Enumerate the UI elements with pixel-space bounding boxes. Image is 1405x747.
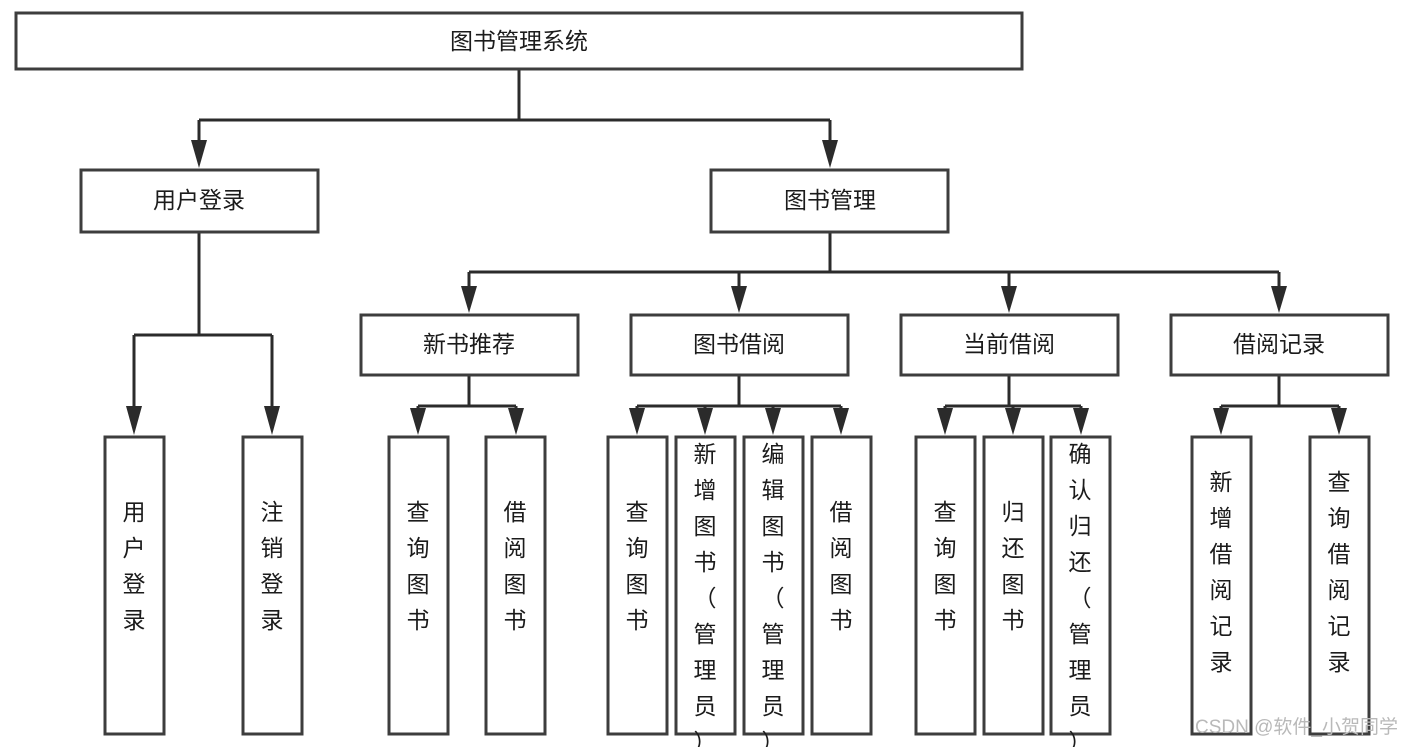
node-leaf-add-book-box[interactable] <box>674 435 737 736</box>
arrow-head-book-borrow <box>731 286 747 313</box>
node-leaf-logout-label: 注销登录 <box>261 499 284 633</box>
arrow-head-leaf-return-book <box>1005 408 1021 435</box>
arrow-head-borrow-record <box>1271 286 1287 313</box>
node-book-borrow-label: 图书借阅 <box>693 331 785 357</box>
node-leaf-borrow-book-borrow[interactable]: 借阅图书 <box>810 435 873 736</box>
connector-layer <box>126 69 1347 435</box>
node-leaf-query-book-borrow-label: 查询图书 <box>626 499 649 633</box>
node-leaf-add-book-label: 新增图书（管理员） <box>694 441 717 747</box>
node-user-login[interactable]: 用户登录 <box>79 168 320 234</box>
node-new-book-recommendation-box[interactable] <box>359 313 580 377</box>
node-book-management[interactable]: 图书管理 <box>709 168 950 234</box>
node-book-borrow-box[interactable] <box>629 313 850 377</box>
node-root-label: 图书管理系统 <box>450 28 588 54</box>
node-leaf-confirm-return-label: 确认归还（管理员） <box>1069 441 1092 747</box>
node-leaf-user-login-box[interactable] <box>103 435 166 736</box>
node-leaf-query-book-current-label: 查询图书 <box>934 499 957 633</box>
node-leaf-add-borrow-record-label: 新增借阅记录 <box>1210 469 1233 675</box>
node-root-box[interactable] <box>14 11 1024 71</box>
arrow-head-leaf-borrow-book-2 <box>833 408 849 435</box>
node-leaf-borrow-book-rec-box[interactable] <box>484 435 547 736</box>
node-leaf-borrow-book-rec-label: 借阅图书 <box>504 499 527 633</box>
node-leaf-return-book-label: 归还图书 <box>1002 499 1025 633</box>
node-current-borrow-label: 当前借阅 <box>963 331 1055 357</box>
node-leaf-query-borrow-record-box[interactable] <box>1308 435 1371 736</box>
node-leaf-add-book[interactable]: 新增图书（管理员） <box>674 435 737 747</box>
node-leaf-edit-book-box[interactable] <box>742 435 805 736</box>
node-leaf-query-book-current-box[interactable] <box>914 435 977 736</box>
node-leaf-return-book[interactable]: 归还图书 <box>982 435 1045 736</box>
node-leaf-edit-book-label: 编辑图书（管理员） <box>762 441 785 747</box>
arrow-head-book-mgmt <box>822 140 838 168</box>
node-leaf-logout[interactable]: 注销登录 <box>241 435 304 736</box>
node-new-book-recommendation-label: 新书推荐 <box>423 331 515 357</box>
node-borrow-record-label: 借阅记录 <box>1233 331 1325 357</box>
node-borrow-record[interactable]: 借阅记录 <box>1169 313 1390 377</box>
arrow-head-new-book-rec <box>461 286 477 313</box>
node-leaf-query-book-borrow-box[interactable] <box>606 435 669 736</box>
node-leaf-confirm-return[interactable]: 确认归还（管理员） <box>1049 435 1112 747</box>
node-leaf-query-book-rec-box[interactable] <box>387 435 450 736</box>
arrow-head-leaf-edit-book <box>765 408 781 435</box>
node-current-borrow[interactable]: 当前借阅 <box>899 313 1120 377</box>
node-book-borrow[interactable]: 图书借阅 <box>629 313 850 377</box>
node-leaf-borrow-book-rec[interactable]: 借阅图书 <box>484 435 547 736</box>
arrow-head-leaf-add-record <box>1213 408 1229 435</box>
arrow-head-leaf-query-record <box>1331 408 1347 435</box>
node-leaf-query-book-rec[interactable]: 查询图书 <box>387 435 450 736</box>
csdn-watermark: CSDN @软件_小贺同学 <box>1195 716 1398 738</box>
arrow-head-leaf-query-book-3 <box>937 408 953 435</box>
node-borrow-record-box[interactable] <box>1169 313 1390 377</box>
arrow-head-leaf-query-book-2 <box>629 408 645 435</box>
node-current-borrow-box[interactable] <box>899 313 1120 377</box>
node-root-book-management-system[interactable]: 图书管理系统 <box>14 11 1024 71</box>
arrow-head-leaf-logout <box>264 406 280 435</box>
node-leaf-borrow-book-borrow-label: 借阅图书 <box>830 499 853 633</box>
node-leaf-add-borrow-record-box[interactable] <box>1190 435 1253 736</box>
node-leaf-add-borrow-record[interactable]: 新增借阅记录 <box>1190 435 1253 736</box>
arrow-head-user-login <box>191 140 207 168</box>
node-leaf-query-borrow-record[interactable]: 查询借阅记录 <box>1308 435 1371 736</box>
node-new-book-recommendation[interactable]: 新书推荐 <box>359 313 580 377</box>
node-leaf-query-book-rec-label: 查询图书 <box>407 499 430 633</box>
arrow-head-leaf-borrow-book-1 <box>508 408 524 435</box>
node-leaf-user-login-label: 用户登录 <box>123 499 146 633</box>
arrow-head-leaf-user-login <box>126 406 142 435</box>
arrow-head-leaf-confirm-return <box>1073 408 1089 435</box>
node-leaf-query-book-current[interactable]: 查询图书 <box>914 435 977 736</box>
node-leaf-logout-box[interactable] <box>241 435 304 736</box>
arrow-head-current-borrow <box>1001 286 1017 313</box>
node-leaf-query-borrow-record-label: 查询借阅记录 <box>1328 469 1351 675</box>
arrow-head-leaf-query-book-1 <box>410 408 426 435</box>
node-leaf-return-book-box[interactable] <box>982 435 1045 736</box>
node-leaf-edit-book[interactable]: 编辑图书（管理员） <box>742 435 805 747</box>
node-leaf-user-login[interactable]: 用户登录 <box>103 435 166 736</box>
node-book-management-box[interactable] <box>709 168 950 234</box>
node-user-login-label: 用户登录 <box>153 187 245 213</box>
node-leaf-borrow-book-borrow-box[interactable] <box>810 435 873 736</box>
node-user-login-box[interactable] <box>79 168 320 234</box>
node-book-management-label: 图书管理 <box>784 187 876 213</box>
arrow-head-leaf-add-book <box>697 408 713 435</box>
node-leaf-confirm-return-box[interactable] <box>1049 435 1112 736</box>
node-leaf-query-book-borrow[interactable]: 查询图书 <box>606 435 669 736</box>
